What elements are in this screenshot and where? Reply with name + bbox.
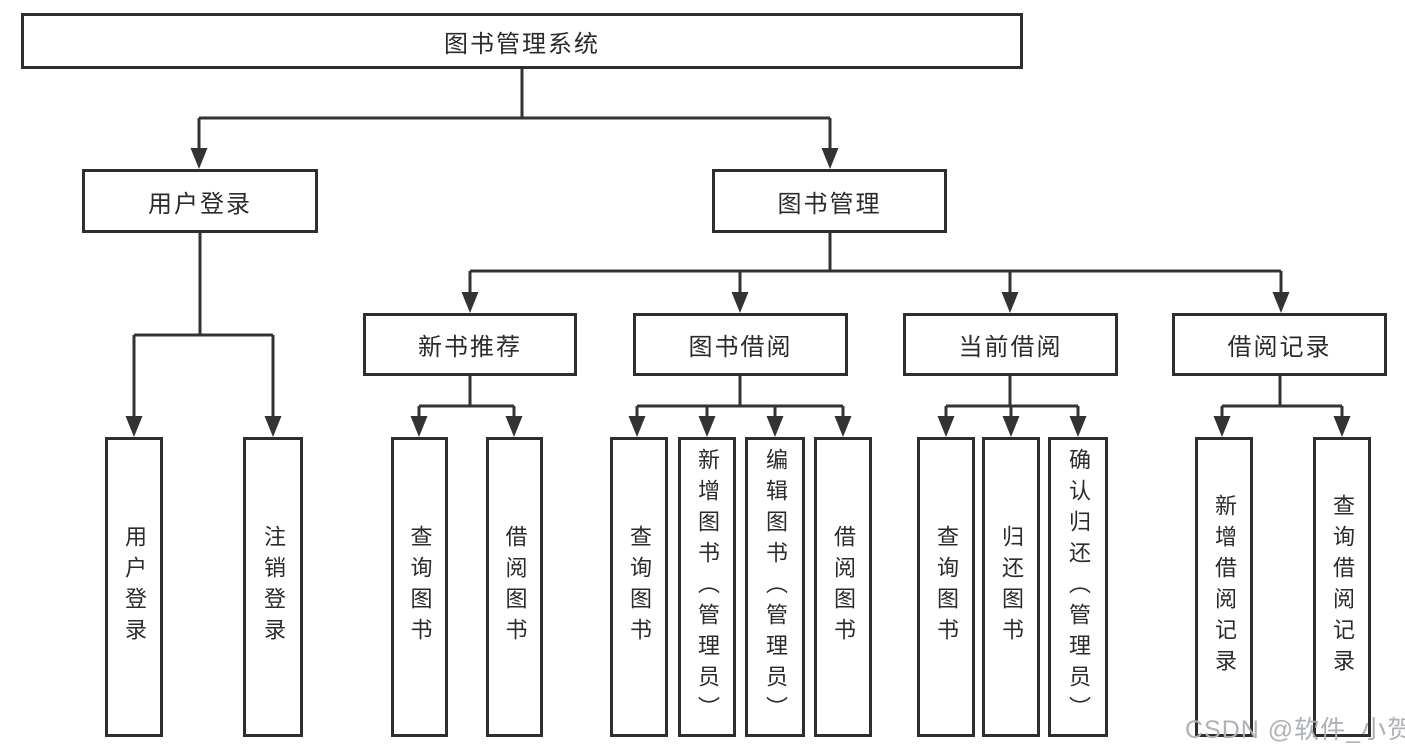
node-new-book-recommendation: 新书推荐 (363, 313, 577, 376)
node-user-login: 用户登录 (82, 169, 318, 233)
node-book-management: 图书管理 (712, 169, 947, 233)
leaf-query-books-current: 查询图书 (917, 437, 975, 737)
arrowheads (125, 148, 1351, 437)
leaf-confirm-return-admin: 确认归还（管理员） (1048, 437, 1108, 737)
node-current-borrowing: 当前借阅 (903, 313, 1118, 376)
leaf-borrow-books-borrowing: 借阅图书 (814, 437, 872, 737)
leaf-add-borrow-record: 新增借阅记录 (1195, 437, 1253, 737)
leaf-user-login: 用户登录 (105, 437, 163, 737)
leaf-borrow-books-recommendation: 借阅图书 (486, 437, 543, 737)
leaf-query-books-borrowing: 查询图书 (610, 437, 668, 737)
leaf-add-books-admin: 新增图书（管理员） (678, 437, 736, 737)
leaf-logout: 注销登录 (243, 437, 303, 737)
node-borrowing-records: 借阅记录 (1172, 313, 1387, 376)
leaf-return-books: 归还图书 (982, 437, 1040, 737)
leaf-query-books-recommendation: 查询图书 (391, 437, 448, 737)
node-library-management-system: 图书管理系统 (21, 13, 1023, 69)
leaf-edit-books-admin: 编辑图书（管理员） (745, 437, 805, 737)
leaf-query-borrow-record: 查询借阅记录 (1313, 437, 1371, 737)
csdn-watermark: CSDN @软件_小贺同学 (1185, 716, 1405, 744)
node-book-borrowing: 图书借阅 (633, 313, 848, 376)
connector-elbow-lines (132, 69, 1344, 421)
